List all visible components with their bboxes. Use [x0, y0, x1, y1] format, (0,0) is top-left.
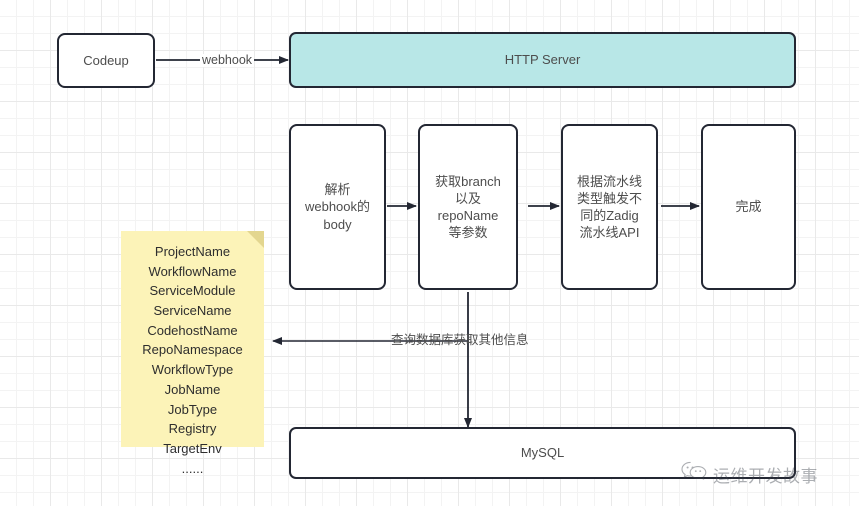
note-item: CodehostName	[147, 322, 238, 338]
node-step3-label: 根据流水线 类型触发不 同的Zadig 流水线API	[576, 173, 642, 241]
note-item: WorkflowName	[148, 263, 237, 279]
note-item: TargetEnv	[163, 440, 222, 456]
node-codeup[interactable]: Codeup	[57, 33, 155, 88]
node-step1-label: 解析 webhook的 body	[304, 182, 371, 232]
edge-label-webhook: webhook	[200, 53, 255, 67]
note-item: ProjectName	[154, 244, 231, 259]
wechat-icon	[681, 461, 707, 487]
edge-label-query-db: 查询数据库获取其他信息	[391, 334, 529, 347]
node-step3-trigger-zadig-api[interactable]: 根据流水线 类型触发不 同的Zadig 流水线API	[561, 124, 658, 290]
watermark: 运维开发故事	[681, 461, 818, 487]
note-item: JobType	[167, 401, 218, 417]
node-codeup-label: Codeup	[83, 52, 129, 68]
note-item: ServiceName	[153, 303, 232, 319]
sticky-note-parameters: ProjectName WorkflowName ServiceModule S…	[121, 231, 264, 476]
node-http-server-label: HTTP Server	[504, 52, 581, 68]
node-step4-done[interactable]: 完成	[701, 124, 796, 290]
edge-label-query-db-text: 查询数据库获取其他信息	[391, 333, 529, 347]
note-item: Registry	[168, 421, 217, 437]
note-item: ......	[181, 460, 204, 476]
note-item: JobName	[164, 381, 221, 397]
edge-label-webhook-text: webhook	[202, 53, 253, 67]
note-item: WorkflowType	[151, 362, 234, 378]
node-step2-get-branch-repo[interactable]: 获取branch 以及 repoName 等参数	[418, 124, 518, 290]
node-step2-label: 获取branch 以及 repoName 等参数	[435, 173, 501, 241]
watermark-text: 运维开发故事	[713, 466, 818, 486]
note-item: RepoNamespace	[142, 342, 243, 358]
node-step1-parse-webhook-body[interactable]: 解析 webhook的 body	[289, 124, 386, 290]
node-mysql[interactable]: MySQL	[289, 427, 796, 479]
node-http-server[interactable]: HTTP Server	[289, 32, 796, 88]
node-step4-label: 完成	[735, 199, 762, 215]
node-mysql-label: MySQL	[520, 445, 565, 461]
note-item: ServiceModule	[149, 283, 236, 299]
